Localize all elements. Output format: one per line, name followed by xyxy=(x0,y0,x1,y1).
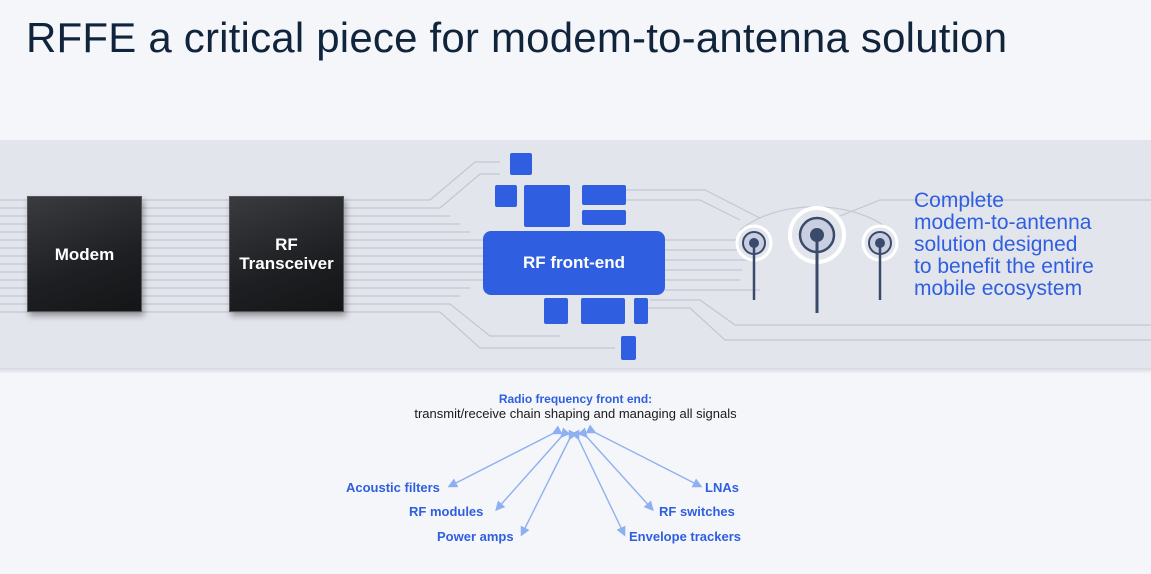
arrow-power-amps xyxy=(520,429,578,537)
antenna-icon xyxy=(735,224,773,300)
arrow-rf-switches xyxy=(577,427,654,512)
rf-component-block xyxy=(582,185,626,205)
antenna-icon xyxy=(861,224,899,300)
rf-component-block xyxy=(510,153,532,175)
rffe-note-title: Radio frequency front end: xyxy=(498,392,653,406)
rf-frontend-block: RF front-end xyxy=(483,231,665,295)
rf-transceiver-line-1: RF xyxy=(275,235,298,254)
label-envelope-trackers: Envelope trackers xyxy=(629,529,742,544)
rf-component-block xyxy=(524,185,570,227)
label-lnas: LNAs xyxy=(705,480,739,495)
description-line: modem-to-antenna xyxy=(914,211,1092,234)
label-rf-switches: RF switches xyxy=(659,504,735,519)
rf-component-block xyxy=(582,210,626,225)
description-line: to benefit the entire xyxy=(914,255,1094,278)
label-acoustic-filters: Acoustic filters xyxy=(346,480,440,495)
modem-chip: Modem xyxy=(27,196,142,312)
band-shadow xyxy=(0,368,1151,374)
rf-transceiver-chip: RF Transceiver xyxy=(229,196,344,312)
label-power-amps: Power amps xyxy=(437,529,514,544)
rffe-note-subtitle: transmit/receive chain shaping and manag… xyxy=(414,406,737,421)
description-line: Complete xyxy=(914,189,1004,212)
rf-component-block xyxy=(581,298,625,324)
arrow-lnas xyxy=(585,424,703,488)
antenna-icon xyxy=(788,206,846,313)
rf-component-block xyxy=(621,336,636,360)
description-line: mobile ecosystem xyxy=(914,277,1083,300)
description-line: solution designed xyxy=(914,233,1078,256)
rf-component-block xyxy=(495,185,517,207)
rf-component-block xyxy=(634,298,648,324)
arrow-acoustic-filters xyxy=(447,425,563,488)
modem-label: Modem xyxy=(54,244,115,264)
solution-description: Complete modem-to-antenna solution desig… xyxy=(914,190,1144,300)
slide-title: RFFE a critical piece for modem-to-anten… xyxy=(26,14,1008,61)
rf-component-block xyxy=(544,298,568,324)
rf-transceiver-line-2: Transceiver xyxy=(239,254,334,273)
rf-transceiver-label: RF Transceiver xyxy=(239,235,334,273)
label-rf-modules: RF modules xyxy=(409,504,484,519)
